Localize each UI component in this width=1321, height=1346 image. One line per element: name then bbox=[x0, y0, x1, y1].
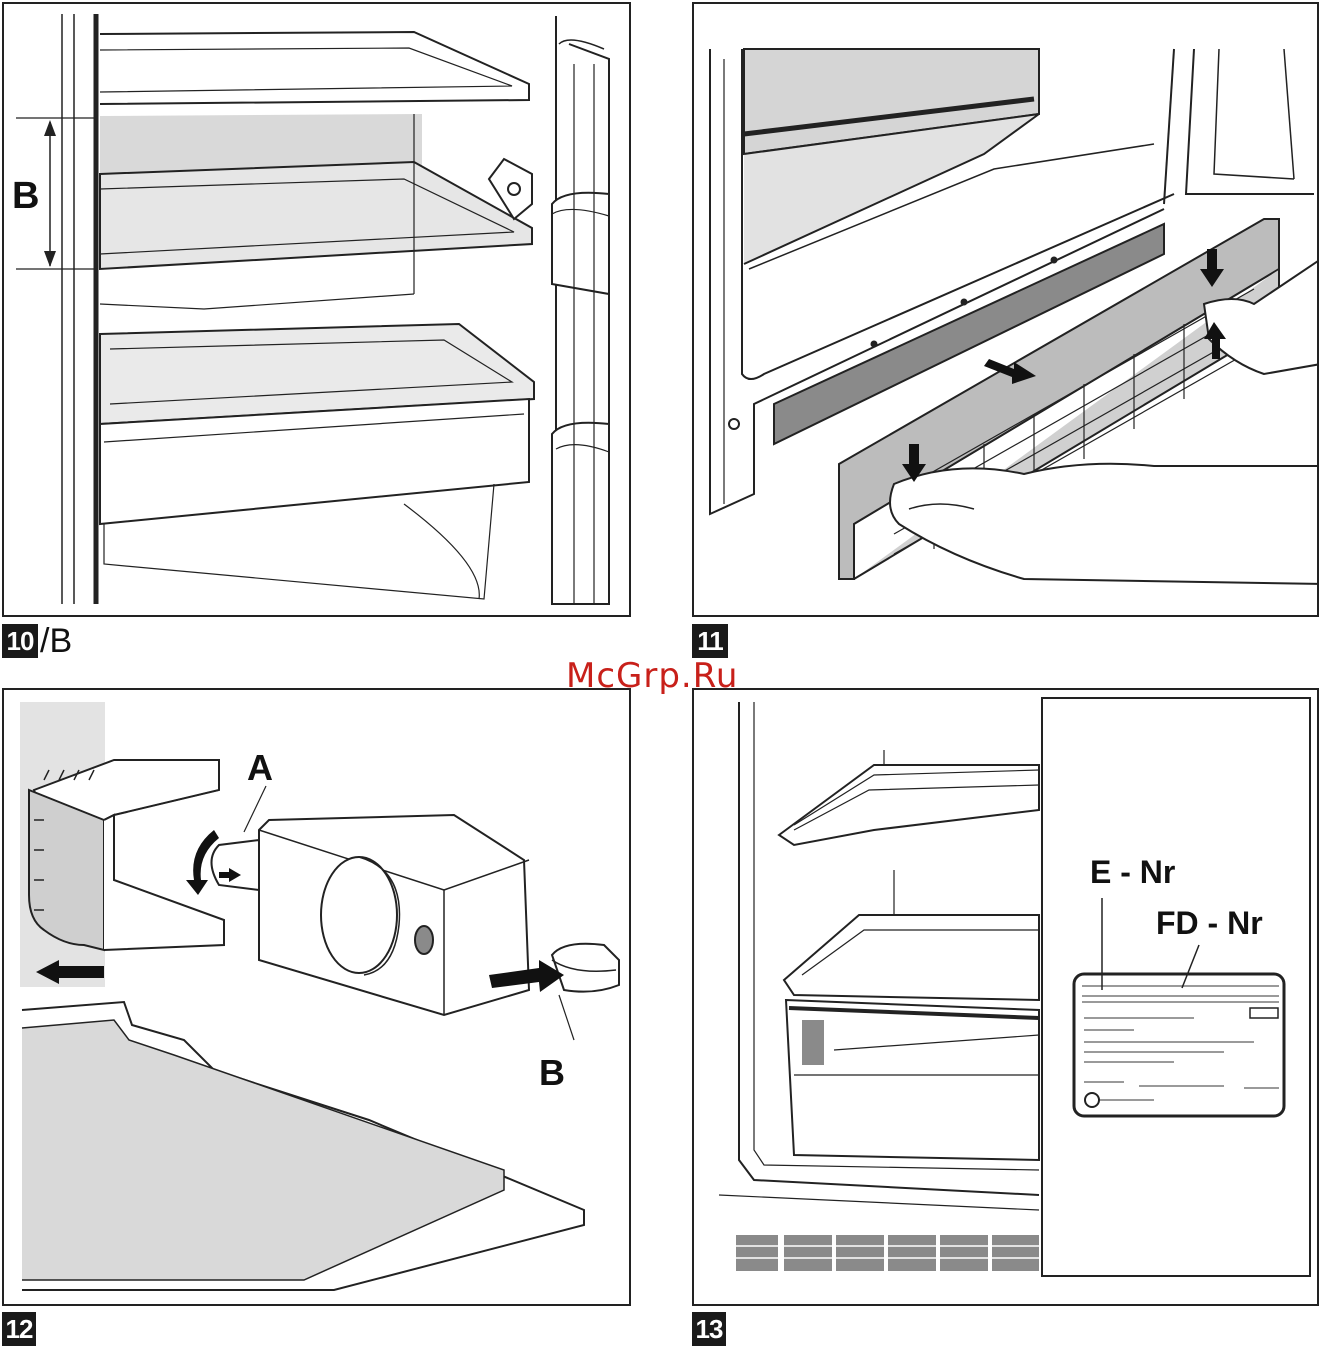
figure-number-badge-11: 11 bbox=[692, 624, 728, 658]
label-e-nr: E - Nr bbox=[1090, 854, 1175, 890]
figure-11-illustration bbox=[694, 4, 1319, 617]
figure-number-badge-12: 12 bbox=[2, 1312, 36, 1346]
figure-number-badge-10: 10 bbox=[2, 624, 38, 658]
part-label-a: A bbox=[247, 747, 273, 788]
figure-10-panel: B bbox=[2, 2, 631, 617]
figure-caption-suffix: /B bbox=[40, 624, 72, 658]
dimension-label-b: B bbox=[12, 175, 39, 217]
figure-13-panel: E - Nr FD - Nr bbox=[692, 688, 1319, 1306]
figure-12-panel: A B bbox=[2, 688, 631, 1306]
figure-13-illustration: E - Nr FD - Nr bbox=[694, 690, 1319, 1306]
part-label-b: B bbox=[539, 1052, 565, 1093]
figure-11-panel bbox=[692, 2, 1319, 617]
figure-12-illustration: A B bbox=[4, 690, 631, 1306]
label-fd-nr: FD - Nr bbox=[1156, 905, 1263, 941]
figure-number-badge-13: 13 bbox=[692, 1312, 726, 1346]
figure-10-illustration: B bbox=[4, 4, 631, 617]
